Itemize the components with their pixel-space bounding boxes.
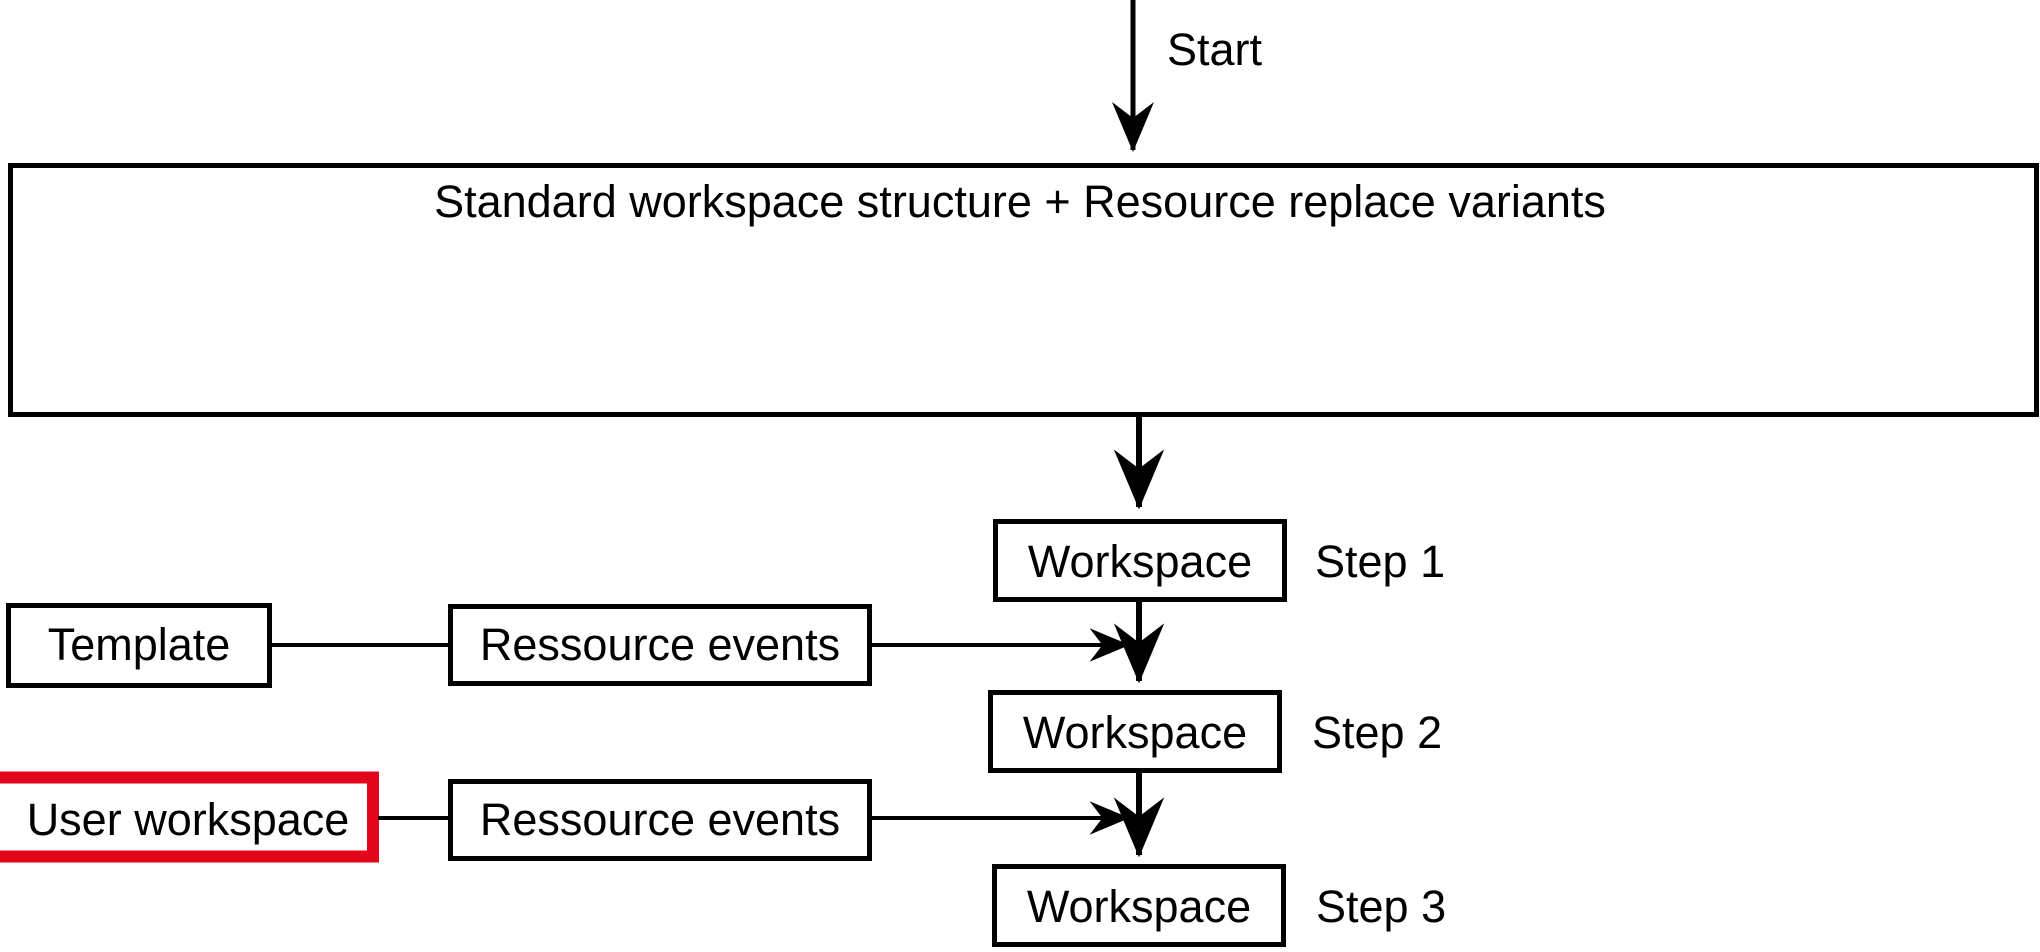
step-1-label: Step 1 xyxy=(1315,536,1446,587)
ressource-events-1-label: Ressource events xyxy=(479,619,841,670)
user-workspace-label: User workspace xyxy=(26,794,350,845)
step-2-label: Step 2 xyxy=(1312,707,1443,758)
node-workspace-1-box xyxy=(993,519,1287,602)
workspace-3-label: Workspace xyxy=(1026,881,1252,932)
node-ressource-events-2-box xyxy=(448,779,872,861)
workspace-1-label: Workspace xyxy=(1027,536,1253,587)
node-user-workspace-box xyxy=(0,771,379,863)
node-workspace-3-box xyxy=(992,864,1286,947)
workspace-2-label: Workspace xyxy=(1022,707,1248,758)
node-banner-box xyxy=(8,163,2039,417)
banner-label: Standard workspace structure + Resource … xyxy=(434,176,1606,227)
template-label: Template xyxy=(47,619,231,670)
node-ressource-events-1-box xyxy=(448,604,872,686)
step-3-label: Step 3 xyxy=(1316,881,1447,932)
start-label: Start xyxy=(1167,24,1263,75)
node-workspace-2-box xyxy=(988,690,1282,773)
ressource-events-2-label: Ressource events xyxy=(479,794,841,845)
